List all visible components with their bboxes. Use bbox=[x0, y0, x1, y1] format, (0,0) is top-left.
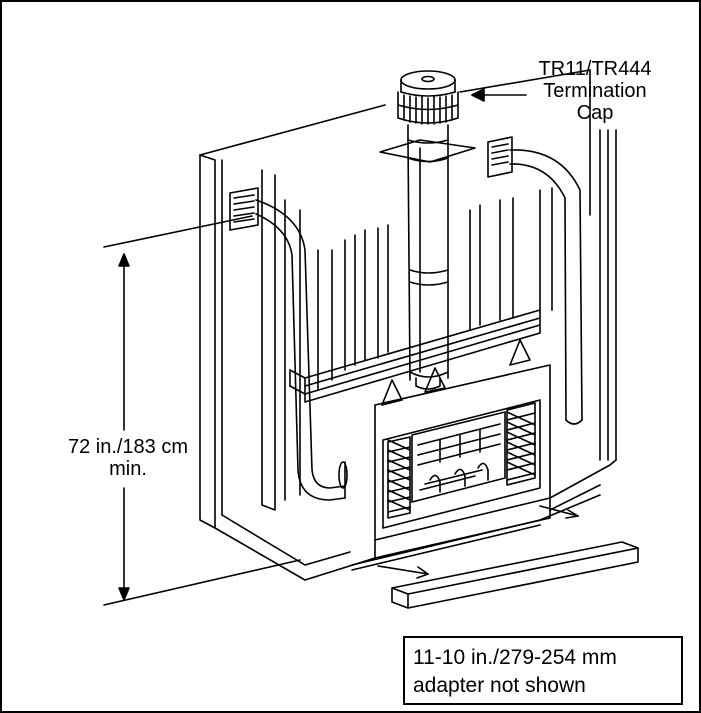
cap-label-line-3: Cap bbox=[576, 102, 614, 124]
height-label-line-2: min. bbox=[109, 458, 147, 480]
adapter-note-line-1: 11-10 in./279-254 mm bbox=[413, 646, 617, 669]
fireplace-unit bbox=[214, 364, 617, 581]
right-vent-grille bbox=[487, 136, 513, 178]
termination-cap bbox=[397, 70, 459, 144]
back-wall bbox=[199, 69, 617, 461]
left-screen-panel bbox=[387, 436, 411, 519]
right-screen-panel bbox=[506, 402, 536, 486]
cap-label-line-1: TR11/TR444 bbox=[538, 58, 652, 80]
left-vent-grille bbox=[229, 187, 259, 231]
cap-label-line-2: Termination bbox=[543, 80, 647, 102]
roof-flashing bbox=[379, 139, 476, 163]
adapter-note-line-2: adapter not shown bbox=[413, 674, 586, 697]
left-framing-studs bbox=[199, 154, 389, 529]
standoffs bbox=[381, 339, 531, 406]
termination-cap-label: TR11/TR444 Termination Cap bbox=[510, 58, 680, 124]
vent-pipe bbox=[407, 139, 449, 390]
right-framing-studs bbox=[469, 187, 553, 331]
left-air-duct bbox=[255, 199, 348, 501]
header-beams bbox=[289, 309, 541, 403]
right-air-duct bbox=[509, 149, 583, 425]
hearth-arrows bbox=[377, 505, 579, 579]
min-height-label: 72 in./183 cm min. bbox=[28, 436, 228, 480]
adapter-note-box: 11-10 in./279-254 mm adapter not shown bbox=[403, 636, 683, 705]
hearth-extension bbox=[391, 541, 639, 609]
height-dimension bbox=[103, 215, 301, 606]
cap-arrow bbox=[471, 88, 527, 102]
height-label-line-1: 72 in./183 cm bbox=[67, 436, 189, 458]
